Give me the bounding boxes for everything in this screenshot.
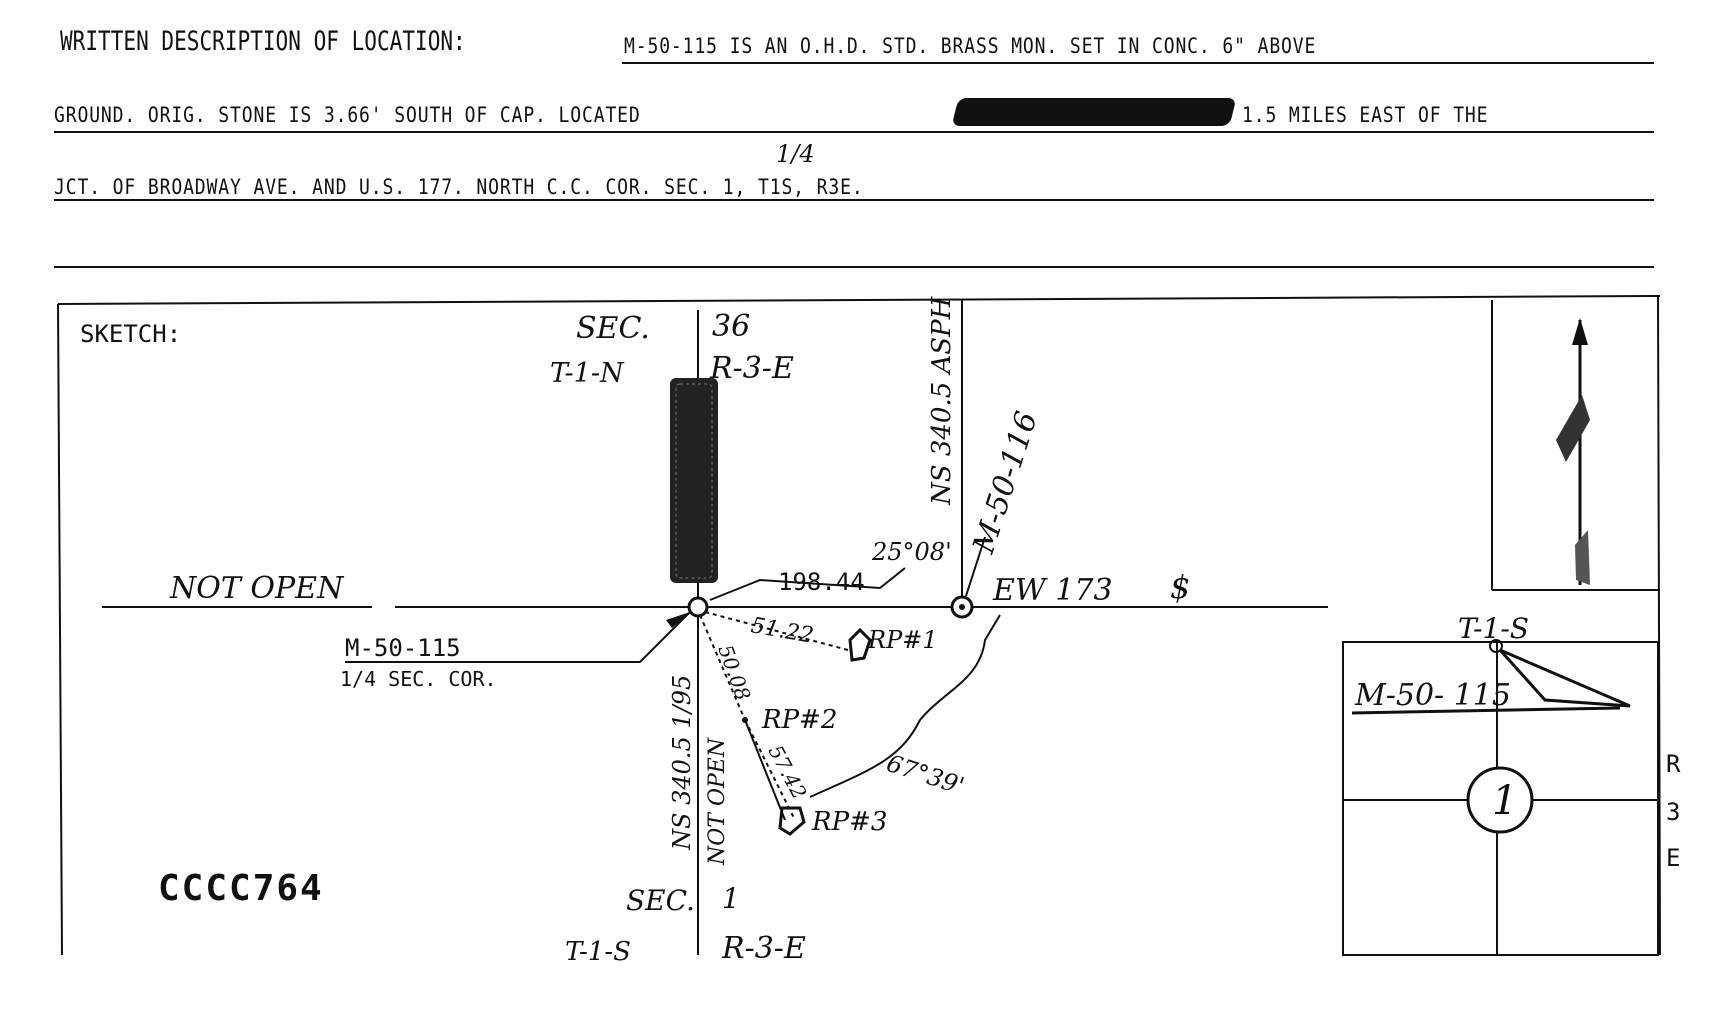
rp3-marker [778, 806, 806, 836]
monument-leader [345, 611, 691, 663]
ns-bottom-label: NS 340.5 1/95 [668, 675, 696, 851]
not-open-bottom-label: NOT OPEN [705, 737, 730, 866]
inset-range-e: E [1666, 844, 1680, 872]
sec-bottom-number: 1 [722, 882, 740, 915]
township-bottom-label: T-1-S [565, 937, 631, 967]
rp2-line [699, 614, 746, 721]
angle-67-label: 67°39' [883, 749, 967, 800]
rp1-marker [848, 627, 872, 662]
quarter-superscript: 1/4 [776, 140, 815, 168]
angle-67-leader [809, 614, 1001, 798]
rp1-label: RP#1 [867, 626, 938, 654]
ns-top-label: NS 340.5 ASPH [927, 295, 957, 506]
description-line-3: JCT. OF BROADWAY AVE. AND U.S. 177. NORT… [54, 175, 864, 199]
monument-sublabel: 1/4 SEC. COR. [340, 667, 497, 691]
description-rule-3 [54, 199, 1654, 201]
angle-25-label: 25°08' [871, 538, 952, 566]
rp2-label: RP#2 [761, 705, 837, 735]
sketch-label: SKETCH: [80, 320, 181, 348]
township-top-label: T-1-N [550, 358, 625, 389]
sketch-frame-left [57, 303, 63, 956]
sec-bottom-label: SEC. [626, 884, 695, 917]
description-line-1: M-50-115 IS AN O.H.D. STD. BRASS MON. SE… [624, 34, 1317, 58]
description-rule-1 [622, 62, 1654, 64]
inset-monument-label: M-50- 115 [1354, 678, 1511, 713]
description-rule-2 [54, 131, 1654, 133]
rp1-line [704, 611, 849, 651]
dist-50-label: 50.08 [713, 642, 755, 704]
sec-top-label: SEC. [576, 311, 650, 346]
inset-range-r: R [1666, 750, 1681, 778]
monument-label: M-50-115 [345, 634, 461, 662]
dollar-mark: $ [1170, 568, 1190, 606]
range-top-label: R-3-E [709, 351, 794, 386]
description-label: WRITTEN DESCRIPTION OF LOCATION: [60, 26, 466, 57]
dist-198-label: 198.44 [778, 568, 865, 596]
section-number-circle [1466, 766, 1534, 834]
rp3-line [744, 719, 796, 821]
sketch-frame-top [57, 295, 1661, 305]
north-arrow-icon [1556, 318, 1590, 585]
inset-range-3: 3 [1666, 798, 1680, 826]
rp3-label: RP#3 [811, 807, 887, 837]
document-stamp: CCCC764 [158, 868, 324, 909]
sec-top-number: 36 [712, 309, 750, 344]
description-rule-4 [54, 266, 1654, 268]
sketch-frame-right [1657, 295, 1661, 956]
inset-pointer-icon [1498, 648, 1631, 708]
range-bottom-label: R-3-E [721, 931, 806, 966]
m50-116-leader [965, 536, 986, 597]
rp2-marker [742, 717, 748, 723]
inset-circle-number: 1 [1492, 778, 1517, 824]
inset-corner-marker [1489, 639, 1503, 653]
dist-198-leader [709, 567, 906, 601]
dist-51-label: 51.22 [749, 613, 815, 649]
ew-173-label: EW 173 [992, 573, 1113, 608]
asphalt-strip [670, 378, 718, 583]
monument-m50-115-marker [687, 596, 709, 618]
not-open-left-label: NOT OPEN [169, 571, 345, 606]
description-line-2b: 1.5 MILES EAST OF THE [1242, 103, 1489, 127]
inset-underline [1351, 706, 1621, 715]
description-line-2a: GROUND. ORIG. STONE IS 3.66' SOUTH OF CA… [54, 103, 641, 127]
m50-116-label: M-50-116 [966, 407, 1045, 558]
